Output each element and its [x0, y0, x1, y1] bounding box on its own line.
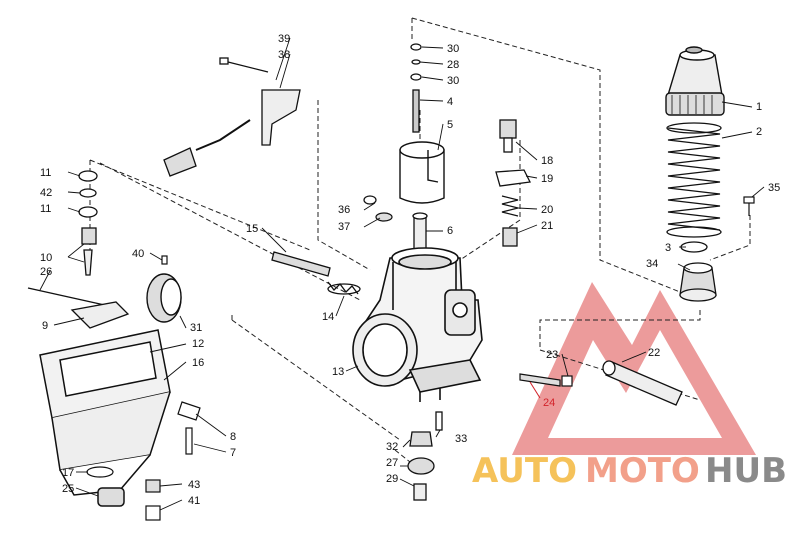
callout-numbers: 1 2 3 4 5 6 7 8 9 10 11 11 12 13 14 15 1… [40, 33, 780, 507]
callout-18: 18 [541, 155, 553, 167]
callout-7: 7 [230, 447, 236, 459]
callout-22: 22 [648, 347, 660, 359]
part-cable-bracket [163, 57, 301, 177]
part-float-arm [27, 170, 130, 329]
callout-35: 35 [768, 182, 780, 194]
callout-6: 6 [447, 225, 453, 237]
part-retainer [679, 241, 717, 302]
callout-10: 10 [40, 252, 52, 264]
callout-38: 38 [278, 49, 290, 61]
callout-11-bottom: 11 [40, 203, 51, 215]
part-spring [666, 122, 722, 238]
alignment-lines [89, 17, 751, 471]
part-cap [665, 46, 725, 116]
part-choke-plunger [602, 360, 683, 406]
callout-36: 36 [338, 204, 350, 216]
callout-8: 8 [230, 431, 236, 443]
callout-31: 31 [190, 322, 202, 334]
callout-24: 24 [543, 397, 555, 409]
part-screw-35 [743, 196, 755, 216]
callout-9: 9 [42, 320, 48, 332]
part-throttle-slide [399, 141, 445, 204]
callout-leader-24 [529, 381, 541, 399]
callout-39: 39 [278, 33, 290, 45]
callout-32: 32 [386, 441, 398, 453]
callout-1: 1 [756, 101, 762, 113]
callout-30-top: 30 [447, 43, 459, 55]
callout-42: 42 [40, 187, 52, 199]
watermark-text: AUTO MOTO HUB [472, 451, 787, 491]
callout-2: 2 [756, 126, 762, 138]
part-carburetor-body [352, 247, 483, 402]
callout-29: 29 [386, 473, 398, 485]
callout-5: 5 [447, 119, 453, 131]
callout-13: 13 [332, 366, 344, 378]
part-float-bowl [39, 329, 171, 507]
part-needle-assembly [410, 43, 422, 133]
callout-17: 17 [62, 467, 74, 479]
callout-40: 40 [132, 248, 144, 260]
callout-26: 26 [40, 266, 52, 278]
callout-37: 37 [338, 221, 350, 233]
part-main-jet-stack [407, 411, 443, 501]
callout-19: 19 [541, 173, 553, 185]
part-float [146, 273, 182, 323]
watermark-moto: MOTO [585, 451, 700, 491]
callout-34: 34 [646, 258, 658, 270]
watermark-hub: HUB [705, 451, 787, 491]
callout-11-top: 11 [40, 167, 51, 179]
callout-27: 27 [386, 457, 398, 469]
callout-25: 25 [62, 483, 74, 495]
callout-3: 3 [665, 242, 671, 254]
callout-12: 12 [192, 338, 204, 350]
callout-28: 28 [447, 59, 459, 71]
callout-43: 43 [188, 479, 200, 491]
callout-15: 15 [246, 223, 258, 235]
watermark-logo [512, 282, 756, 455]
part-fuel-fitting [495, 119, 531, 247]
callout-leaders [39, 37, 765, 511]
callout-30-bottom: 30 [447, 75, 459, 87]
part-misc-small [86, 255, 201, 521]
callout-20: 20 [541, 204, 553, 216]
part-pilot-screw [271, 251, 361, 295]
callout-4: 4 [447, 96, 453, 108]
callout-23: 23 [546, 349, 558, 361]
callout-14: 14 [322, 311, 334, 323]
watermark-triangle-icon [512, 282, 756, 455]
callout-21: 21 [541, 220, 553, 232]
callout-33: 33 [455, 433, 467, 445]
watermark-auto: AUTO [472, 451, 577, 491]
callout-41: 41 [188, 495, 200, 507]
callout-16: 16 [192, 357, 204, 369]
part-idle-screw [519, 373, 573, 387]
part-clip-36-37 [363, 195, 393, 222]
